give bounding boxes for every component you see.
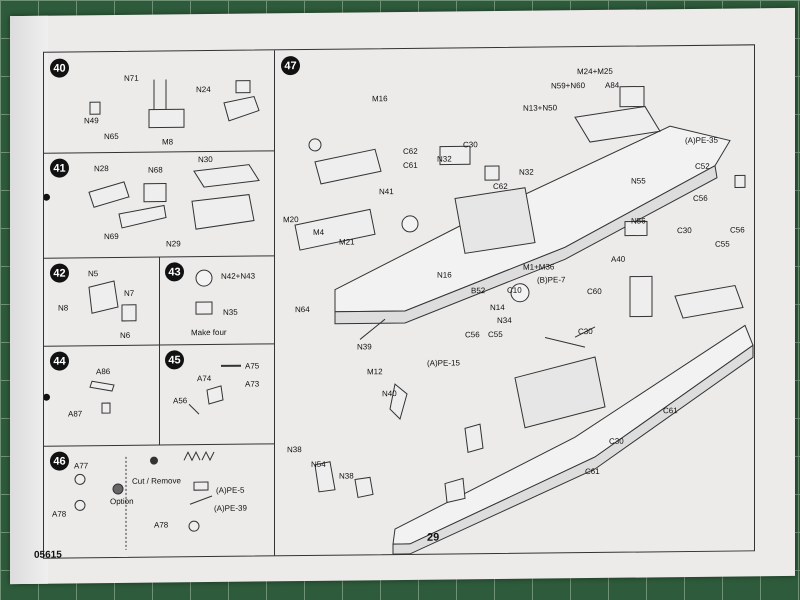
part-label: N55 [631,176,646,186]
part-label: N13+N50 [523,103,558,113]
part-label: M12 [367,367,383,377]
part-label: C56 [465,330,480,340]
part-label: C30 [463,140,478,150]
step-43-drawing [195,269,213,315]
part-label: C61 [403,160,418,170]
part-label: (A)PE-35 [685,135,718,146]
part-label: C52 [695,161,710,171]
part-label: M1+M36 [523,262,555,272]
step-42-drawing [88,280,137,322]
doc-code: 05615 [34,549,62,561]
part-label: M20 [283,215,299,225]
part-label: N32 [519,167,534,177]
step-47-drawing [294,85,754,555]
step-45-drawing [188,364,241,415]
instruction-frame: 40 N71 N24 N49 N65 M8 41 N28 N68 N30 N69… [43,44,755,559]
part-label: N39 [357,342,372,352]
part-label: N54 [311,459,326,469]
part-label: N41 [379,187,394,197]
part-label: N32 [437,154,452,164]
part-label: C60 [587,286,602,297]
step-41-drawing [88,164,260,230]
part-label: A84 [605,80,620,90]
part-label: C56 [730,225,745,235]
step-42-panel: 42 N5 N7 N8 N6 [44,256,160,347]
part-label: B52 [471,286,486,296]
part-label: N14 [490,302,505,313]
part-label: N34 [497,315,512,326]
part-label: M4 [313,227,325,237]
step-46-panel: 46 A77 A78 A78 (A)PE-5 (A)PE-39 Option C… [44,443,275,558]
part-label: C30 [578,327,593,337]
step-40-panel: 40 N71 N24 N49 N65 M8 [44,50,275,154]
part-label: N40 [382,389,397,399]
step-43-panel: 43 N42+N43 N35 Make four [159,255,275,346]
part-label: N38 [287,445,302,455]
step-44-drawing [89,380,115,414]
part-label: M21 [339,237,355,247]
part-label: C62 [493,181,508,192]
part-label: C56 [693,193,708,203]
part-label: A40 [611,254,626,264]
part-label: M24+M25 [577,66,613,77]
part-label: C30 [609,436,624,446]
part-label: C10 [507,285,522,295]
step-47-panel: 47 [275,45,754,555]
part-label: C55 [488,329,503,340]
part-label: C30 [677,225,692,236]
part-label: C62 [403,146,418,156]
instruction-sheet: 40 N71 N24 N49 N65 M8 41 N28 N68 N30 N69… [10,7,795,585]
part-label: C61 [663,406,678,416]
part-label: M16 [372,94,388,104]
step-45-panel: 45 A75 A74 A73 A56 [159,343,275,446]
step-44-panel: 44 A86 A87 [44,344,160,447]
part-label: N59+N60 [551,81,586,91]
step-40-drawing [89,79,260,129]
part-label: N16 [437,270,452,280]
part-label: (A)PE-15 [427,358,460,368]
part-label: C61 [585,466,600,477]
part-label: C55 [715,239,730,249]
part-label: (B)PE-7 [537,275,566,285]
part-label: N56 [631,216,646,226]
part-label: N64 [295,304,310,315]
step-46-drawing [74,450,215,550]
step-41-panel: 41 N28 N68 N30 N69 N29 [44,150,275,259]
part-label: N38 [339,471,354,481]
page-number: 29 [427,531,440,544]
